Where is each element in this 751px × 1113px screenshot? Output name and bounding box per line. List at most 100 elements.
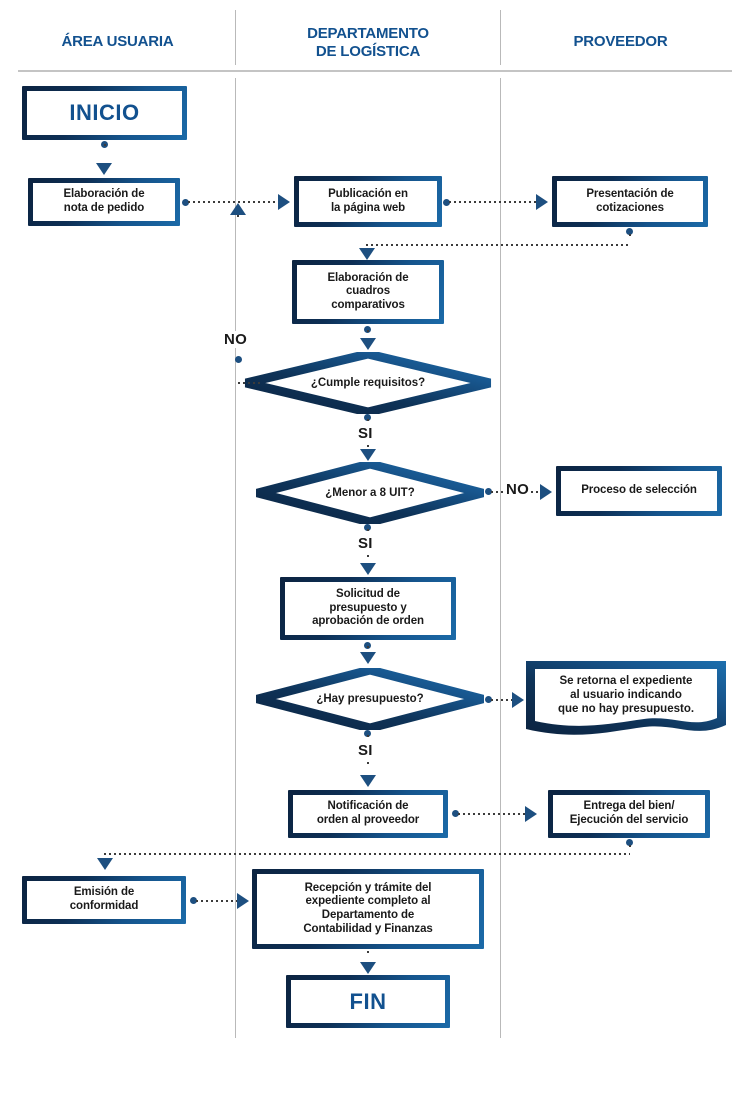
node-retorna-expediente[interactable]: Se retorna el expediente al usuario indi… [526, 661, 726, 739]
node-recepcion-tramite[interactable]: Recepción y trámite del expediente compl… [252, 869, 484, 949]
node-cumple-requisitos-label: ¿Cumple requisitos? [310, 377, 426, 389]
node-nota-pedido[interactable]: Elaboración de nota de pedido [28, 178, 180, 226]
node-inicio[interactable]: INICIO [22, 86, 187, 140]
connector-dot-solicitud-presupuesto [364, 642, 371, 649]
connector-presupuesto-si-v1 [366, 735, 369, 743]
connector-notificacion-to-entrega [458, 812, 526, 815]
node-hay-presupuesto-label: ¿Hay presupuesto? [316, 693, 424, 705]
connector-emision-to-recepcion [196, 899, 238, 902]
branch-label-si-requisitos-text: SI [358, 425, 373, 442]
node-notificacion-line1: Notificación de [327, 800, 409, 813]
node-cumple-requisitos[interactable]: ¿Cumple requisitos? [244, 352, 492, 414]
connector-cuadros-to-cumple [366, 330, 369, 338]
branch-label-no-uit: NO [504, 481, 532, 498]
connector-entrega-down [628, 845, 631, 854]
arrowhead-uit-no-to-proceso [540, 484, 552, 500]
node-cuadros-line3: comparativos [331, 298, 405, 311]
node-proceso-seleccion-inner: Proceso de selección [561, 471, 717, 511]
node-retorna-line2: al usuario indicando [570, 689, 682, 702]
node-recepcion-tramite-inner: Recepción y trámite del expediente compl… [257, 874, 479, 944]
branch-label-si-requisitos: SI [356, 425, 375, 442]
node-cuadros-comparativos-inner: Elaboración de cuadros comparativos [297, 265, 439, 319]
node-nota-pedido-line1: Elaboración de [63, 188, 145, 201]
node-solicitud-line1: Solicitud de [336, 588, 400, 601]
connector-cotizaciones-down [628, 234, 631, 245]
node-inicio-inner: INICIO [27, 91, 182, 135]
node-emision-conformidad[interactable]: Emisión de conformidad [22, 876, 186, 924]
connector-presupuesto-si-v2 [366, 762, 369, 774]
connector-uit-si-v1 [366, 529, 369, 537]
node-emision-line2: conformidad [69, 900, 139, 912]
node-hay-presupuesto-inner: ¿Hay presupuesto? [256, 668, 484, 730]
connector-uit-si-v2 [366, 555, 369, 563]
connector-dot-entrega-emision [626, 839, 633, 846]
node-cumple-requisitos-inner: ¿Cumple requisitos? [244, 352, 492, 414]
node-solicitud-presupuesto-inner: Solicitud de presupuesto y aprobación de… [285, 582, 451, 635]
node-recepcion-line4: Contabilidad y Finanzas [303, 922, 433, 935]
node-cuadros-comparativos[interactable]: Elaboración de cuadros comparativos [292, 260, 444, 324]
node-entrega-line1: Entrega del bien/ [583, 800, 675, 813]
node-fin-inner: FIN [291, 980, 445, 1023]
arrowhead-emision-to-recepcion [237, 893, 249, 909]
branch-label-no-requisitos-text: NO [224, 331, 248, 348]
connector-emision-down-stub [104, 853, 106, 860]
node-retorna-line1: Se retorna el expediente [559, 675, 693, 688]
branch-label-no-requisitos: NO [222, 331, 250, 348]
node-cotizaciones[interactable]: Presentación de cotizaciones [552, 176, 708, 227]
node-retorna-line3: que no hay presupuesto. [557, 702, 695, 715]
branch-label-si-presupuesto: SI [356, 742, 375, 759]
node-cotizaciones-inner: Presentación de cotizaciones [557, 181, 703, 222]
arrowhead-uit-si-to-solicitud [360, 563, 376, 575]
arrowhead-presupuesto-to-retorna [512, 692, 524, 708]
node-menor-8-uit[interactable]: ¿Menor a 8 UIT? [256, 462, 484, 524]
node-proceso-seleccion-label: Proceso de selección [581, 484, 697, 497]
arrowhead-inicio-to-nota [96, 163, 112, 175]
connector-dot-cotizaciones-cuadros [626, 228, 633, 235]
lane-divider-left [235, 78, 236, 1038]
node-cuadros-line2: cuadros [345, 285, 391, 298]
node-notificacion-orden-inner: Notificación de orden al proveedor [293, 795, 443, 833]
connector-dot-uit-no [485, 488, 492, 495]
arrowhead-nota-to-publicacion [278, 194, 290, 210]
node-cotizaciones-line1: Presentación de [586, 187, 674, 200]
branch-label-si-uit: SI [356, 535, 375, 552]
connector-cumple-no-up [237, 215, 239, 383]
node-solicitud-presupuesto[interactable]: Solicitud de presupuesto y aprobación de… [280, 577, 456, 640]
node-solicitud-line3: aprobación de orden [312, 615, 424, 628]
node-proceso-seleccion[interactable]: Proceso de selección [556, 466, 722, 516]
node-entrega-line2: Ejecución del servicio [569, 814, 689, 826]
node-notificacion-line2: orden al proveedor [316, 814, 420, 826]
node-publicacion[interactable]: Publicación en la página web [294, 176, 442, 227]
node-fin[interactable]: FIN [286, 975, 450, 1028]
connector-dot-uit-si [364, 524, 371, 531]
connector-cuadros-down-stub [366, 244, 368, 250]
lane-header-departamento-line2: DE LOGÍSTICA [315, 42, 421, 60]
hay-presupuesto-shape [256, 668, 484, 730]
arrowhead-presupuesto-si-to-notificacion [360, 775, 376, 787]
connector-uit-no-h2 [531, 490, 541, 493]
arrowhead-recepcion-to-fin [360, 962, 376, 974]
arrowhead-notificacion-to-entrega [525, 806, 537, 822]
arrowhead-solicitud-to-presupuesto [360, 652, 376, 664]
arrowhead-cotizaciones-to-cuadros [359, 248, 375, 260]
connector-uit-no-h1 [491, 490, 503, 493]
arrowhead-entrega-to-emision [97, 858, 113, 870]
connector-dot-presupuesto-retorna [485, 696, 492, 703]
connector-publicacion-to-cotizaciones [449, 201, 537, 203]
connector-recepcion-to-fin [366, 951, 369, 963]
lane-divider-right-top [500, 10, 501, 65]
connector-cotizaciones-left [366, 244, 630, 246]
node-inicio-label: INICIO [69, 100, 140, 126]
node-notificacion-orden[interactable]: Notificación de orden al proveedor [288, 790, 448, 838]
menor-8-uit-shape [256, 462, 484, 524]
node-hay-presupuesto[interactable]: ¿Hay presupuesto? [256, 668, 484, 730]
connector-cumple-no-left [238, 382, 260, 384]
node-entrega-bien[interactable]: Entrega del bien/ Ejecución del servicio [548, 790, 710, 838]
connector-nota-to-publicacion [188, 201, 279, 203]
connector-entrega-long-left [104, 853, 630, 855]
connector-dot-nota-publicacion [182, 198, 189, 206]
node-menor-8-uit-inner: ¿Menor a 8 UIT? [256, 462, 484, 524]
lane-header-area-usuaria: ÁREA USUARIA [10, 33, 225, 51]
node-retorna-expediente-inner: Se retorna el expediente al usuario indi… [536, 671, 716, 721]
connector-dot-cuadros-cumple [364, 326, 371, 333]
